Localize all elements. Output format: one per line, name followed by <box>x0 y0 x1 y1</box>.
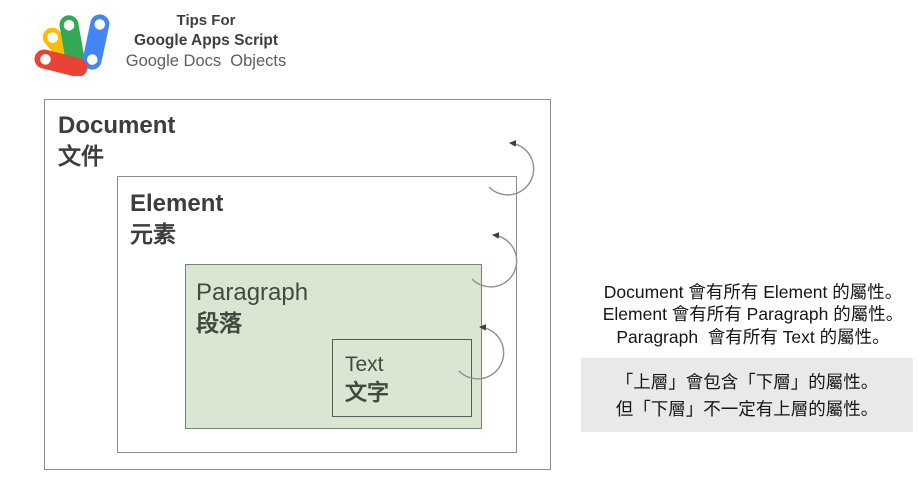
summary-note-line: 「上層」會包含「下層」的屬性。 <box>615 372 879 392</box>
text-label: Text 文字 <box>333 340 471 407</box>
document-label-en: Document <box>58 112 176 139</box>
header-subtitle: Google Docs Objects <box>125 52 287 70</box>
header-title-line2: Google Apps Script <box>133 32 279 49</box>
inheritance-note-line: Paragraph 會有所有 Text 的屬性。 <box>616 326 890 347</box>
summary-note: 「上層」會包含「下層」的屬性。 但「下層」不一定有上層的屬性。 <box>581 358 913 432</box>
paragraph-label-en: Paragraph <box>196 279 309 306</box>
element-label: Element 元素 <box>118 177 516 250</box>
summary-note-line: 但「下層」不一定有上層的屬性。 <box>615 399 879 419</box>
inheritance-note-line: Document 會有所有 Element 的屬性。 <box>603 282 903 302</box>
text-label-en: Text <box>345 353 384 376</box>
inheritance-notes: Document 會有所有 Element 的屬性。 Element 會有所有 … <box>580 281 919 348</box>
document-label: Document 文件 <box>45 100 550 172</box>
paragraph-label-zh: 段落 <box>196 310 242 336</box>
apps-script-logo-icon <box>34 14 110 76</box>
paragraph-label: Paragraph 段落 <box>186 265 481 339</box>
text-box: Text 文字 <box>332 339 472 417</box>
header: Tips For Google Apps Script Google Docs … <box>116 11 296 71</box>
document-label-zh: 文件 <box>58 143 104 169</box>
element-label-zh: 元素 <box>130 221 176 247</box>
element-label-en: Element <box>130 190 224 217</box>
header-title-line1: Tips For <box>176 12 236 29</box>
inheritance-note-line: Element 會有所有 Paragraph 的屬性。 <box>602 304 904 325</box>
text-label-zh: 文字 <box>345 380 390 405</box>
